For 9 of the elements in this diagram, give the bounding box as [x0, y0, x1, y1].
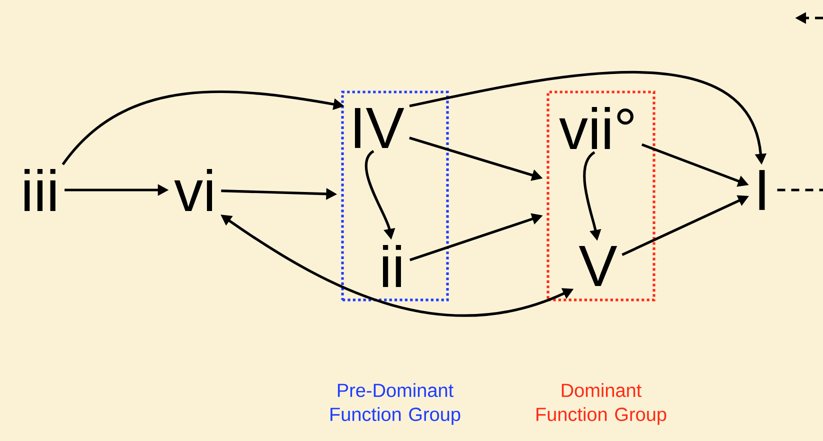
chord-symbol: vi: [174, 168, 212, 211]
chord-symbol: IV: [354, 108, 404, 148]
group-caption: Dominant Function Group: [536, 383, 666, 425]
chord-symbol: iii: [24, 168, 56, 211]
chord-symbol: ii: [383, 244, 401, 287]
chord-symbol: V: [578, 246, 618, 286]
group-caption: Pre-Dominant Function Group: [330, 383, 460, 425]
chord-symbol: vii°: [559, 106, 634, 149]
chord-symbol: I: [759, 170, 765, 210]
